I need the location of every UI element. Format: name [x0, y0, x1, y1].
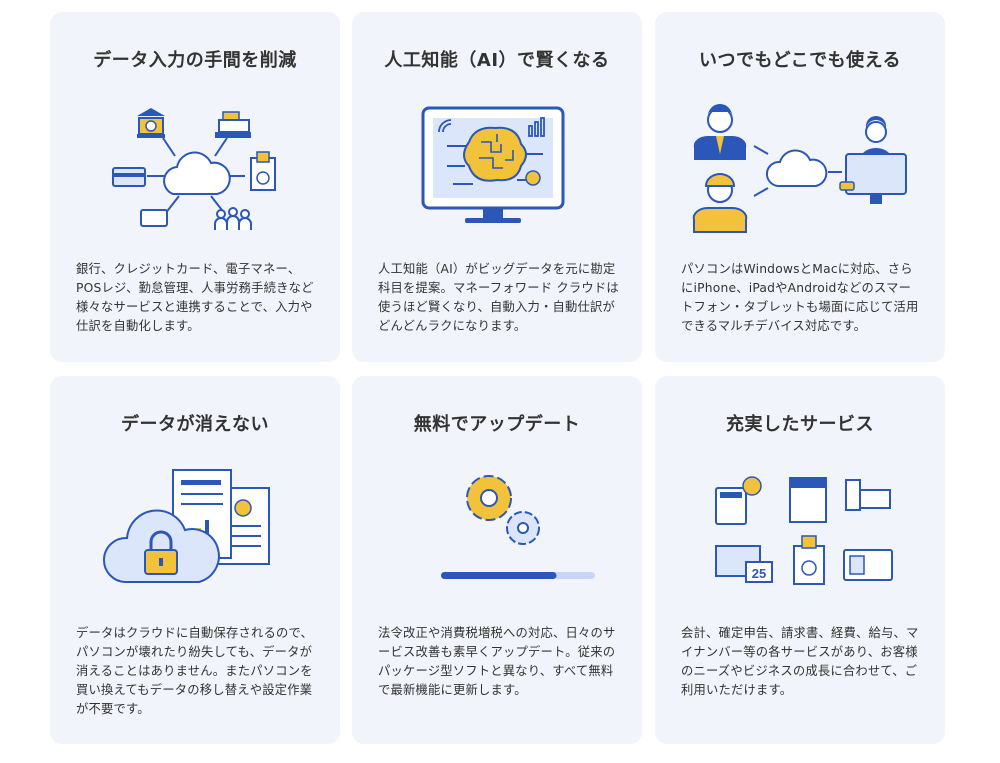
- calculator-icon: [715, 476, 762, 525]
- feature-card-data-input: データ入力の手間を削減: [50, 12, 340, 362]
- receipt-icon: [845, 479, 891, 511]
- card-title: 充実したサービス: [726, 414, 874, 435]
- card-title: 人工知能（AI）で賢くなる: [384, 50, 610, 71]
- services-grid-icon: 25: [655, 458, 945, 608]
- card-description: データはクラウドに自動保存されるので、パソコンが壊れたり紛失しても、データが消え…: [76, 626, 313, 716]
- woman-computer-icon: [839, 116, 907, 204]
- card-title: データが消えない: [121, 414, 269, 435]
- businessman-icon: [693, 104, 747, 160]
- feature-card-ai: 人工知能（AI）で賢くなる 人工知能（AI）がビッグデータを元に勘定科目を提案。: [352, 12, 642, 362]
- multi-device-icon: [655, 94, 945, 244]
- gears-update-icon: [352, 458, 642, 608]
- feature-card-services: 充実したサービス 25: [655, 376, 945, 744]
- worker-icon: [692, 173, 748, 233]
- feature-card-data-safe: データが消えない データはクラウドに自動保存されるので、パソコンが壊れたり紛失し…: [50, 376, 340, 744]
- register-icon: [215, 111, 251, 138]
- card-title: データ入力の手間を削減: [93, 50, 297, 71]
- card-description: 人工知能（AI）がビッグデータを元に勘定科目を提案。マネーフォワード クラウドは…: [378, 262, 619, 333]
- calendar-icon: 25: [715, 545, 773, 583]
- feature-card-multi-device: いつでもどこでも使える: [655, 12, 945, 362]
- card-description: 法令改正や消費税増税への対応、日々のサービス改善も素早くアップデート。従来のパッ…: [378, 626, 616, 697]
- card-title: いつでもどこでも使える: [698, 50, 902, 71]
- cloud-integration-icon: [50, 94, 340, 244]
- card-description: 会計、確定申告、請求書、経費、給与、マイナンバー等の各サービスがあり、お客様のニ…: [681, 626, 919, 697]
- timecard-icon: [250, 151, 276, 191]
- card-description: 銀行、クレジットカード、電子マネー、POSレジ、勤怠管理、人事労務手続きなど様々…: [76, 262, 314, 333]
- bank-icon: [137, 108, 165, 138]
- progress-fill: [441, 572, 557, 579]
- card-description: パソコンはWindowsとMacに対応、さらにiPhone、iPadやAndro…: [681, 262, 919, 333]
- cloud-lock-icon: [50, 458, 340, 608]
- large-gear-icon: [466, 475, 512, 521]
- id-card-icon: [843, 549, 893, 581]
- timecard-icon: [793, 535, 825, 585]
- calendar-day: 25: [752, 566, 766, 581]
- card-title: 無料でアップデート: [413, 414, 581, 435]
- lock-icon: [144, 530, 178, 575]
- invoice-icon: [789, 477, 827, 523]
- ai-brain-monitor-icon: [352, 94, 642, 244]
- feature-card-free-update: 無料でアップデート 法令改正や消費税増税への対応、日々のサービス改善も素早くアッ…: [352, 376, 642, 744]
- people-icon: [214, 207, 252, 230]
- small-gear-icon: [506, 511, 540, 545]
